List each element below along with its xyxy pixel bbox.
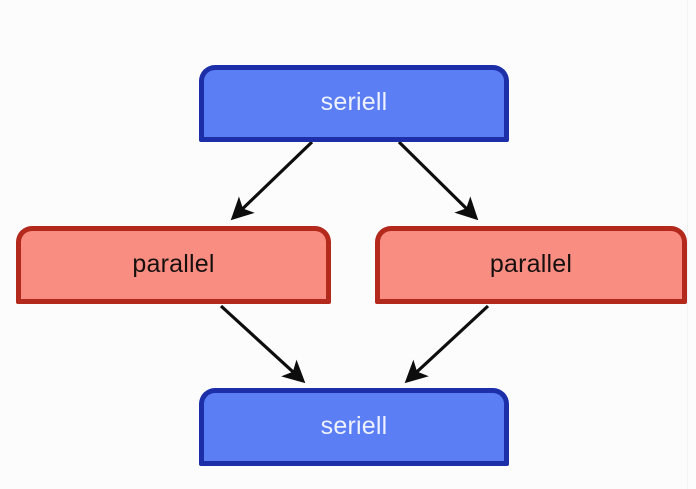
- node-seriell-top[interactable]: seriell: [199, 65, 509, 142]
- edge-right-to-bottom: [404, 304, 490, 384]
- edge-left-to-bottom: [219, 304, 306, 384]
- frame-edge-divider: [687, 0, 688, 489]
- node-label: seriell: [320, 411, 388, 440]
- edge-top-to-right: [397, 140, 479, 221]
- node-parallel-left[interactable]: parallel: [16, 226, 331, 304]
- node-label: parallel: [489, 249, 573, 278]
- node-seriell-bottom[interactable]: seriell: [199, 388, 509, 466]
- node-label: seriell: [320, 88, 388, 116]
- edge-top-to-left: [230, 140, 314, 221]
- node-label: parallel: [132, 249, 215, 278]
- node-parallel-right[interactable]: parallel: [375, 226, 687, 304]
